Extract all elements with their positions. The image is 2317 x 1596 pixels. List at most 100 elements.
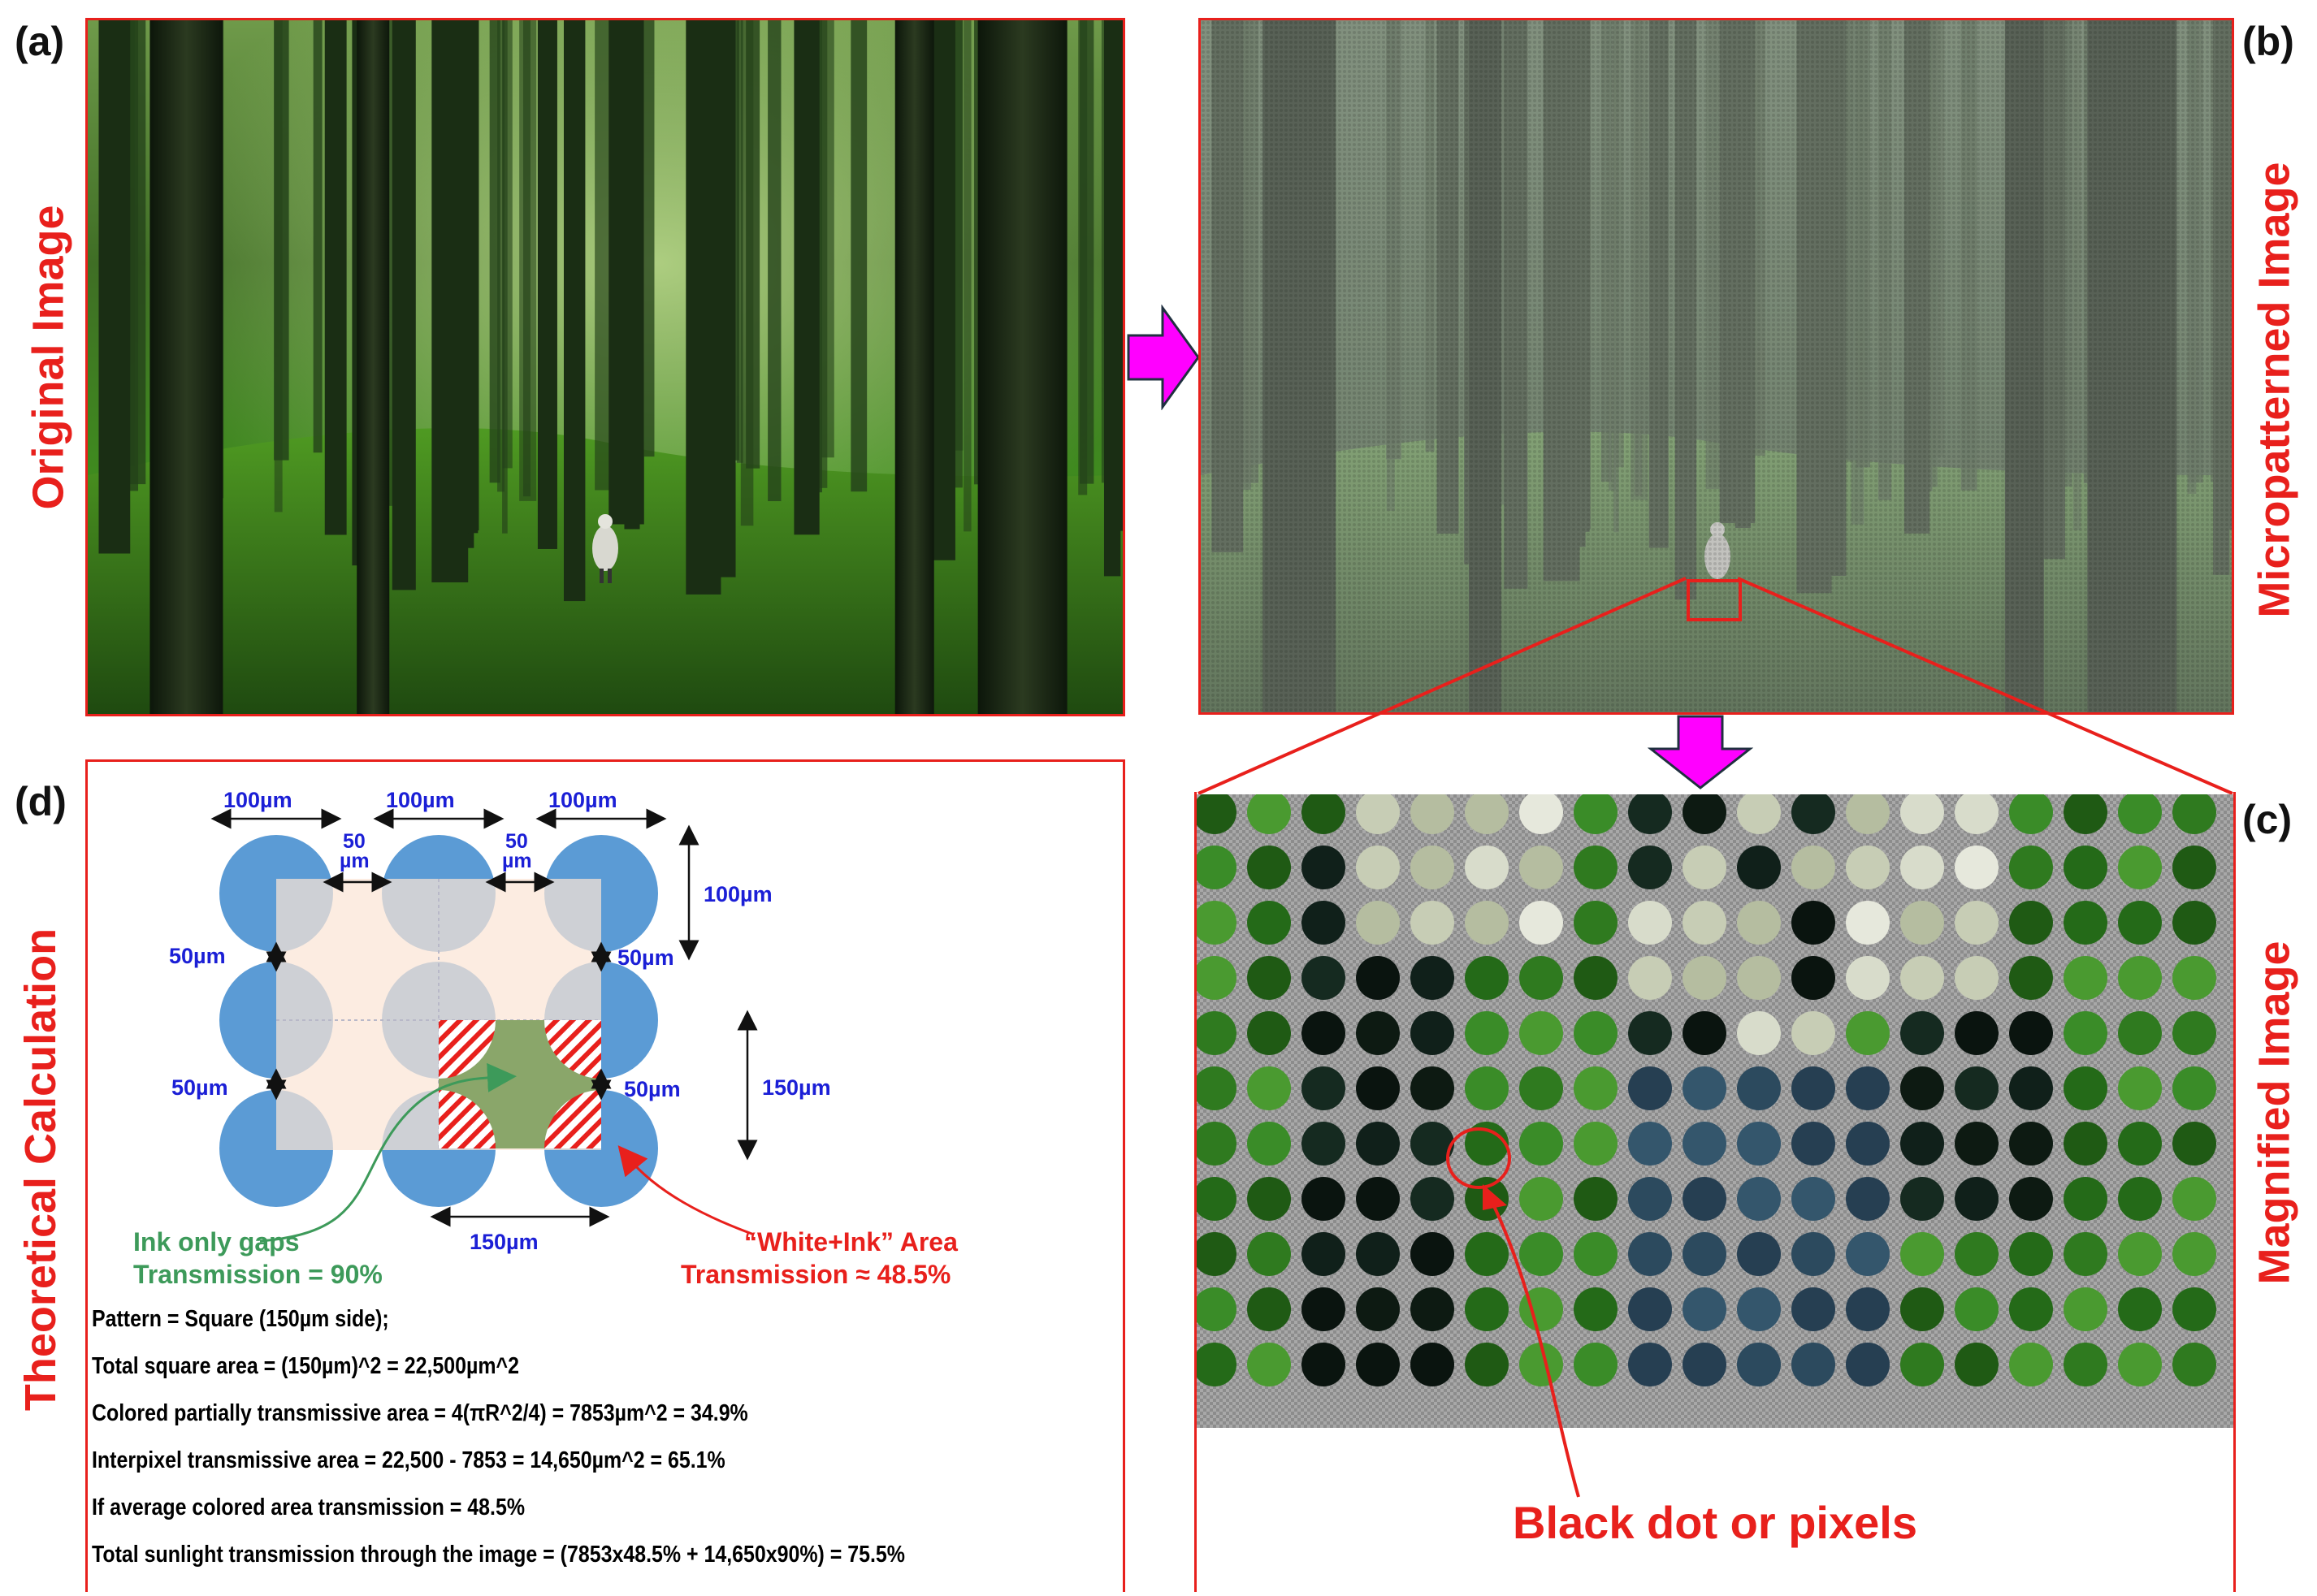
pixel-dot: [1410, 1287, 1454, 1331]
pixel-dot: [2118, 1011, 2162, 1055]
pixel-dot: [2118, 1066, 2162, 1110]
tree-trunk: [149, 20, 223, 714]
pixel-dot: [1955, 901, 1999, 945]
pixel-dot: [1955, 794, 1999, 834]
pixel-dot: [1955, 846, 1999, 889]
pixel-dot: [1247, 1343, 1291, 1386]
pixel-dot: [1301, 956, 1345, 1000]
pixel-dot: [1846, 1232, 1890, 1276]
pixel-dot: [1410, 1011, 1454, 1055]
pixel-dot: [2064, 1343, 2107, 1386]
pixel-dot: [1197, 956, 1236, 1000]
tree-trunk: [746, 20, 760, 469]
pixel-dot: [2009, 794, 2053, 834]
pixel-dot: [1247, 1011, 1291, 1055]
pixel-dot: [1574, 794, 1618, 834]
pixel-dot: [1628, 901, 1672, 945]
pixel-dot: [1791, 794, 1835, 834]
pixel-dot: [1301, 1011, 1345, 1055]
pixel-dot: [1197, 794, 1236, 834]
pixel-dot: [1356, 1177, 1400, 1221]
pixel-dot: [1410, 1343, 1454, 1386]
panel-a-letter: (a): [15, 19, 65, 64]
tree-trunk: [357, 20, 390, 714]
tree-trunk: [977, 20, 1068, 714]
magnified-panel-frame: [1194, 792, 2236, 1592]
cell-height-label: 150µm: [762, 1075, 831, 1100]
pixel-dot: [1628, 1232, 1672, 1276]
pixel-dot: [1197, 1343, 1236, 1386]
gap-label-right-1: 50µm: [617, 945, 674, 970]
pixel-dot: [1519, 901, 1563, 945]
pixel-dot: [1247, 956, 1291, 1000]
panel-b-letter: (b): [2242, 19, 2294, 64]
pixel-dot: [1356, 794, 1400, 834]
pixel-dot: [1737, 846, 1781, 889]
original-forest-image: [88, 20, 1123, 714]
pixel-dot: [1465, 846, 1509, 889]
tree-trunk: [313, 20, 323, 453]
pixel-dot: [2118, 1122, 2162, 1166]
pixel-dot: [1846, 1066, 1890, 1110]
pixel-dot: [1465, 901, 1509, 945]
pixel-dot: [1683, 901, 1726, 945]
pixel-dot: [1465, 1011, 1509, 1055]
pixel-dot: [1247, 1177, 1291, 1221]
pixel-dot: [1519, 846, 1563, 889]
pixel-dot: [1247, 1287, 1291, 1331]
pixel-dot: [1410, 1122, 1454, 1166]
pixel-dot: [1410, 1177, 1454, 1221]
tree-trunk: [794, 20, 820, 535]
tree-trunk: [497, 20, 505, 492]
pixel-dot: [1791, 1287, 1835, 1331]
pixel-dot: [1519, 1232, 1563, 1276]
pixel-dot: [1301, 1122, 1345, 1166]
ink-gap-note-line2: Transmission = 90%: [133, 1260, 383, 1289]
pixel-dot: [1683, 794, 1726, 834]
pixel-dot: [1301, 901, 1345, 945]
gap-label-left-1: 50µm: [169, 944, 226, 968]
pixel-dot: [2009, 1343, 2053, 1386]
dot-width-label-1: 100µm: [223, 788, 292, 812]
calc-line-3: Colored partially transmissive area = 4(…: [92, 1400, 748, 1426]
pixel-dot: [1683, 956, 1726, 1000]
arrow-right-icon: [1127, 305, 1200, 410]
pixel-dot: [1737, 1343, 1781, 1386]
arrow-down-icon: [1648, 715, 1753, 789]
pixel-dot: [1900, 1066, 1944, 1110]
pixel-dot: [1791, 901, 1835, 945]
zoom-region-box: [1687, 579, 1742, 621]
pixel-dot: [1955, 1287, 1999, 1331]
pixel-dot: [2009, 956, 2053, 1000]
pixel-dot: [1574, 1066, 1618, 1110]
pixel-dot: [1465, 1066, 1509, 1110]
calc-line-5: If average colored area transmission = 4…: [92, 1494, 526, 1520]
dot-width-label-3: 100µm: [548, 788, 617, 812]
calc-line-6: Total sunlight transmission through the …: [92, 1542, 905, 1568]
pixel-dot: [1955, 1232, 1999, 1276]
white-ink-note-line1: “White+Ink” Area: [744, 1227, 958, 1256]
pixel-dot: [2009, 1177, 2053, 1221]
pixel-dot: [1628, 1287, 1672, 1331]
pixel-dot: [1791, 1011, 1835, 1055]
tree-trunk: [1080, 20, 1094, 484]
original-image-frame: [85, 18, 1125, 716]
pixel-dot: [1519, 1011, 1563, 1055]
pixel-dot: [2064, 956, 2107, 1000]
pixel-dot: [1900, 901, 1944, 945]
pixel-dot: [2172, 1066, 2216, 1110]
pixel-dot: [1737, 956, 1781, 1000]
pixel-dot: [1900, 1343, 1944, 1386]
pixel-dot: [1900, 1122, 1944, 1166]
pixel-dot: [2064, 1177, 2107, 1221]
pixel-dot: [1628, 1177, 1672, 1221]
dot-height-label: 100µm: [704, 882, 773, 906]
pixel-dot: [1465, 956, 1509, 1000]
pixel-dot: [1197, 1011, 1236, 1055]
pixel-dot: [1247, 1122, 1291, 1166]
pixel-dot: [1519, 956, 1563, 1000]
pixel-dot: [1301, 1232, 1345, 1276]
panel-c-letter: (c): [2242, 797, 2293, 842]
micropatterned-image-frame: [1198, 18, 2234, 715]
